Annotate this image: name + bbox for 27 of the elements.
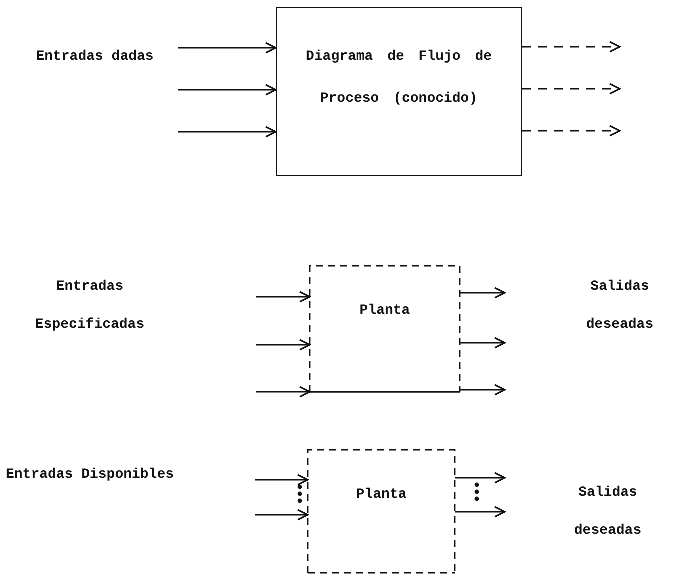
node-text: Diagrama de Flujo de Proceso (conocido)	[304, 48, 494, 109]
arrow	[455, 506, 506, 518]
arrow	[522, 83, 621, 95]
process-box	[276, 7, 522, 176]
note-text: Entradas Disponibles	[5, 466, 175, 485]
arrow	[522, 125, 621, 137]
arrow	[522, 41, 621, 53]
arrow	[460, 337, 506, 349]
arrow	[255, 474, 309, 486]
arrow	[178, 42, 277, 54]
note-text: Entradas Especificadas	[34, 278, 146, 335]
arrow	[255, 509, 309, 521]
node-text: Planta	[358, 302, 412, 321]
arrow	[256, 339, 311, 351]
arrow	[460, 287, 506, 299]
note-text: Salidas deseadas	[585, 278, 655, 335]
note-text: Entradas dadas	[35, 48, 155, 67]
note-text: Salidas deseadas	[573, 484, 643, 541]
arrow	[178, 84, 277, 96]
arrow	[256, 291, 311, 303]
plant-box	[308, 450, 455, 573]
arrow	[460, 384, 506, 396]
plant-box	[310, 266, 460, 392]
arrow	[178, 126, 277, 138]
arrow	[455, 472, 506, 484]
arrow	[256, 386, 311, 398]
node-text: Planta	[355, 486, 408, 505]
